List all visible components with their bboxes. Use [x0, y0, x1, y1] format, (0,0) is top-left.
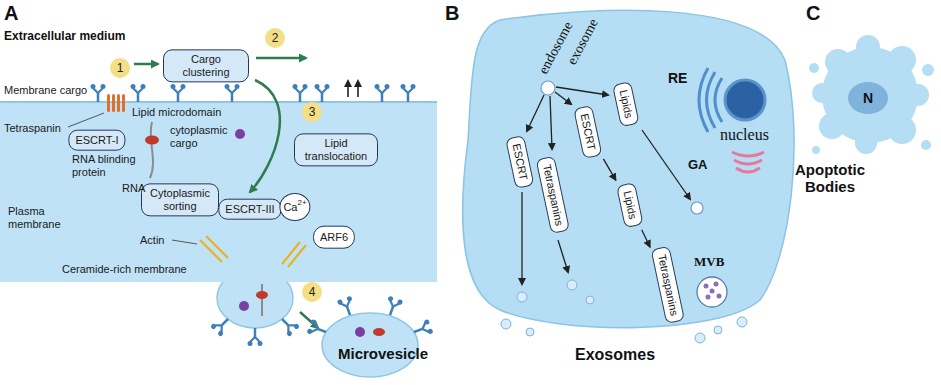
connector-arrow	[642, 230, 650, 248]
connector-arrow	[603, 159, 616, 181]
callout-number: 3	[302, 102, 322, 122]
part-label: RNA blinding protein	[72, 153, 142, 178]
part-label: Actin	[140, 234, 164, 247]
node-text: ESCRT-III	[225, 203, 274, 216]
process-box: Cargo clustering	[163, 49, 249, 82]
node-text: Cargo clustering	[170, 53, 242, 78]
organelle-label: N	[863, 90, 873, 106]
node-text: Lipids	[617, 89, 635, 120]
node-text: Lipid translocation	[301, 137, 371, 162]
part-label: Tetraspanin	[4, 122, 61, 135]
part-label: RNA	[122, 182, 145, 195]
node-subtext: 2+	[297, 198, 306, 207]
node-text: Ca	[283, 201, 297, 214]
ion-circle: Ca2+	[279, 193, 310, 221]
node-text: ARF6	[320, 231, 348, 244]
callout-number: 4	[302, 282, 322, 302]
callout-number: 2	[265, 28, 285, 48]
part-label: Lipid microdomain	[132, 106, 221, 119]
organelle-label: RE	[668, 70, 687, 86]
organelle-label: nucleus	[720, 126, 769, 144]
part-label: Plasma membrane	[8, 205, 80, 230]
protein-box: ESCRT-I	[68, 130, 125, 151]
part-label: Membrane cargo	[4, 84, 87, 97]
organelle-label: MVB	[694, 255, 724, 270]
process-box: Cytoplasmic sorting	[141, 183, 219, 216]
node-text: ESCRT-I	[75, 134, 118, 147]
organelle-label: GA	[688, 158, 708, 173]
panel-letter: A	[4, 2, 18, 25]
structure-label: Apoptotic Bodies	[778, 161, 882, 196]
structure-label: Exosomes	[575, 346, 655, 364]
callout-number: 1	[110, 58, 130, 78]
panel-letter: C	[806, 2, 820, 25]
process-box: Lipid translocation	[294, 133, 378, 166]
protein-box: ARF6	[313, 226, 355, 249]
node-text: Lipids	[621, 190, 639, 221]
panel-letter: B	[445, 2, 459, 25]
protein-box: ESCRT-III	[218, 199, 281, 220]
part-label: cytoplasmic cargo	[170, 124, 232, 149]
structure-label: Microvesicle	[338, 345, 428, 362]
part-label: Ceramide-rich membrane	[62, 263, 187, 276]
node-text: Cytoplasmic sorting	[148, 187, 212, 212]
region-label: Extracellular medium	[4, 30, 125, 44]
